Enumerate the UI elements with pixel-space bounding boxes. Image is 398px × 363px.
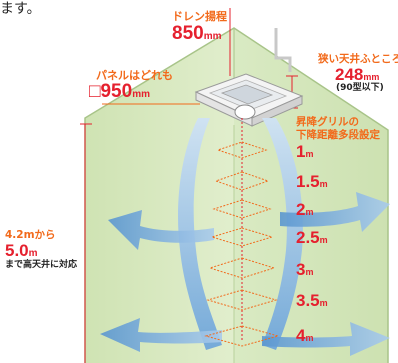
grille-label-line1: 昇降グリルの	[296, 116, 359, 128]
ceiling-label: 狭い天井ふところ	[318, 53, 398, 65]
drop-level-label: 3.5m	[296, 291, 328, 310]
ceiling-value: 248	[335, 65, 364, 84]
drop-level-label: 4m	[296, 326, 314, 345]
drain-unit: mm	[203, 31, 222, 42]
cassette-unit	[194, 73, 304, 127]
header-fragment: ます。	[0, 1, 41, 17]
ceiling-note: (90型以下)	[336, 83, 384, 93]
panel-label: パネルはどれも	[96, 69, 173, 82]
drop-level-label: 1.5m	[296, 172, 328, 191]
drain-value-group: 850mm	[172, 24, 222, 43]
grille	[234, 104, 256, 120]
drop-level-label: 1m	[296, 142, 314, 161]
height-value: 5.0	[5, 241, 29, 260]
height-label-line1: 4.2mから	[5, 229, 56, 241]
drain-value: 850	[172, 23, 204, 44]
panel-prefix: □	[89, 81, 101, 102]
height-unit: m	[28, 248, 38, 259]
airflow-right	[262, 118, 390, 356]
dimension-lines	[80, 8, 298, 363]
ceiling-value-group: 248mm	[335, 66, 379, 83]
drain-pipe	[274, 28, 292, 72]
drop-level-label: 2.5m	[296, 228, 328, 247]
grille-drop-markers	[204, 104, 280, 347]
ceiling-unit: mm	[363, 72, 380, 82]
height-value-group: 5.0m	[5, 242, 38, 259]
grille-label-line2: 下降距離多段設定	[296, 129, 380, 141]
height-label-line3: まで高天井に対応	[5, 260, 78, 270]
airflow-left	[100, 118, 222, 352]
panel-unit: mm	[132, 89, 150, 100]
drop-diamonds	[204, 141, 280, 347]
drop-level-label: 3m	[296, 260, 314, 279]
drain-label: ドレン揚程	[172, 10, 227, 23]
panel-value-group: □950mm	[89, 82, 150, 101]
panel-value: 950	[100, 81, 133, 102]
drop-level-label: 2m	[296, 200, 314, 219]
